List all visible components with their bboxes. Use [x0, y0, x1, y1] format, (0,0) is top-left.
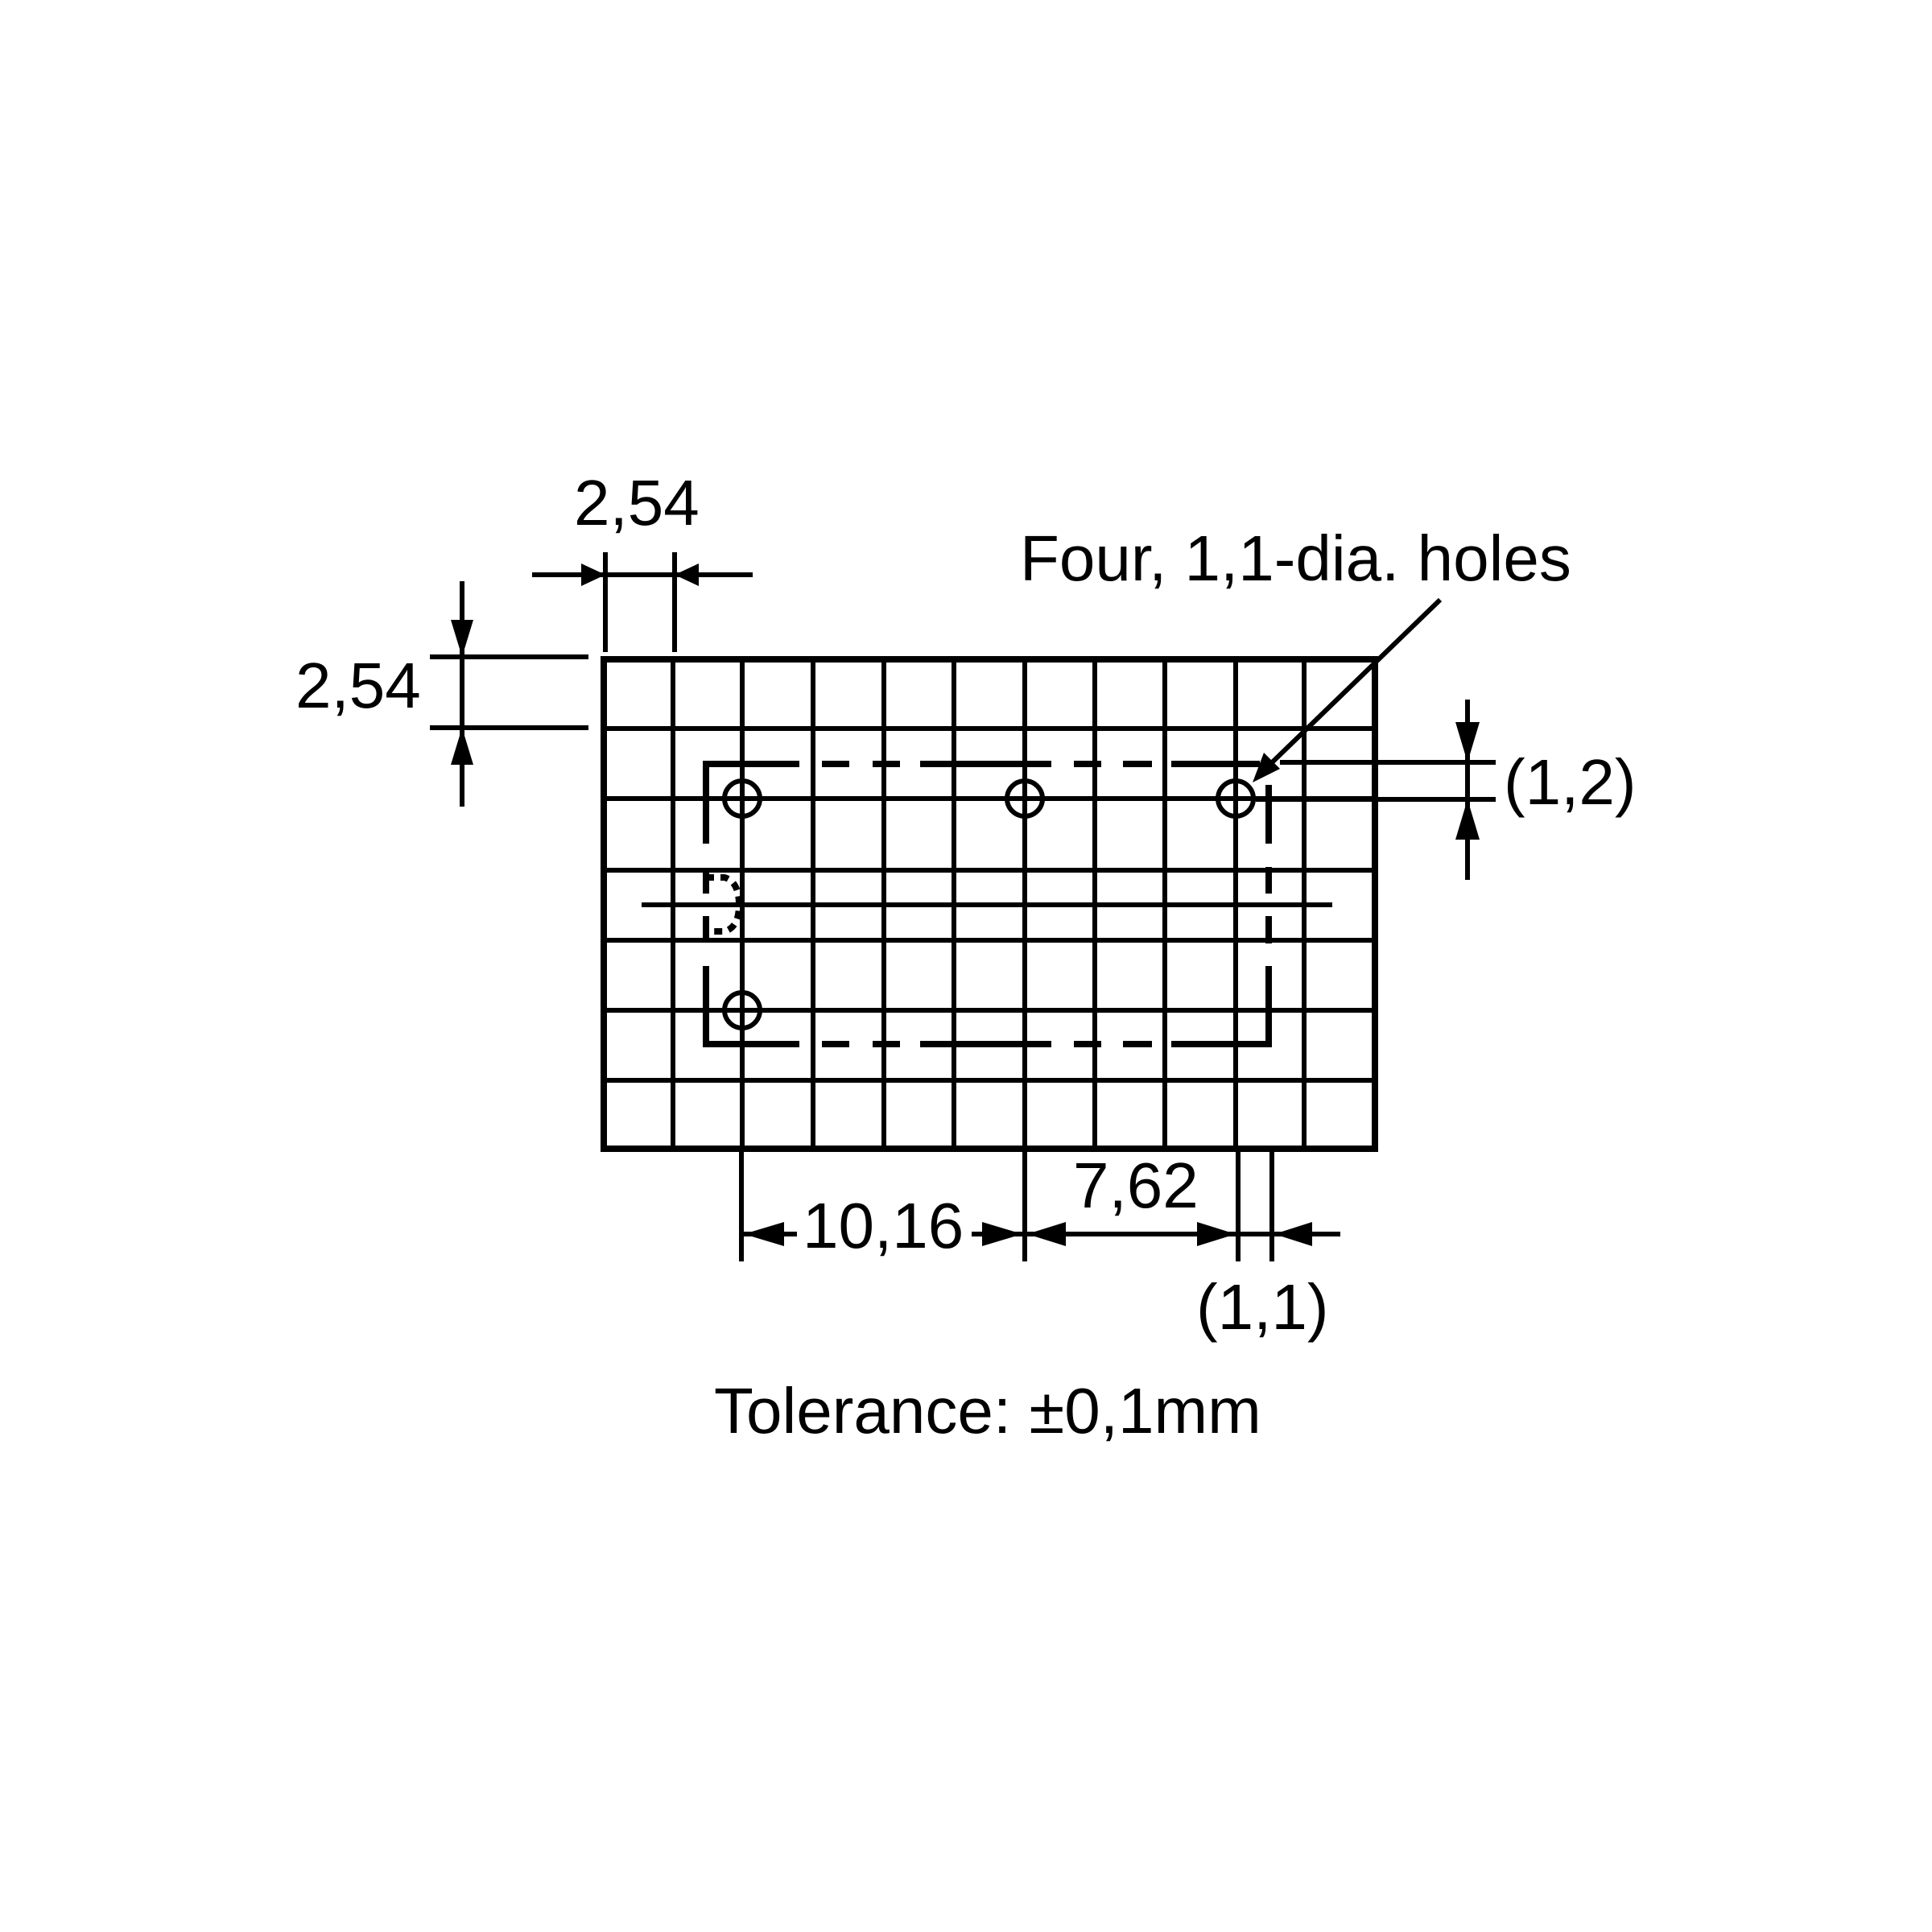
offset-y-label: (1,2): [1504, 746, 1637, 818]
tolerance-note: Tolerance: ±0,1mm: [714, 1375, 1261, 1447]
pin-spacing-a-label: 10,16: [803, 1190, 964, 1261]
hole-top-left: [722, 778, 762, 819]
hole-top-right: [1216, 778, 1256, 819]
holes: [722, 778, 1256, 1030]
hole-bottom-left: [722, 990, 762, 1030]
hole-top-middle: [1005, 778, 1045, 819]
callout-leader: [1253, 597, 1443, 782]
dim-horizontal-pitch: [532, 552, 753, 652]
offset-x-label: (1,1): [1196, 1271, 1329, 1343]
pin-spacing-b-label: 7,62: [1073, 1150, 1199, 1221]
horizontal-pitch-label: 2,54: [574, 467, 700, 539]
dim-pin-spacing: [739, 1149, 1340, 1261]
pitch-grid: [601, 656, 1378, 1152]
relay-outline: [703, 761, 1272, 1047]
dim-offset-y: [1256, 700, 1496, 880]
callout-label: Four, 1,1-dia. holes: [1020, 522, 1571, 594]
vertical-pitch-label: 2,54: [295, 650, 421, 721]
dim-vertical-pitch: [430, 581, 588, 807]
